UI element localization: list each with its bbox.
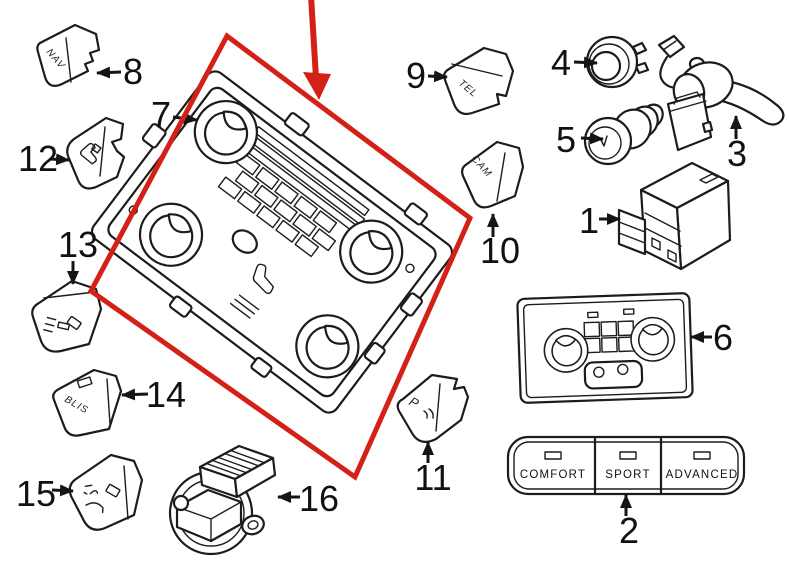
callout-numbers: 1 2 3 4 5 6 7 8 9 10 11 12 13 14 15 16 <box>16 42 747 551</box>
highlight-annotation <box>87 0 474 481</box>
callout-11[interactable]: 11 <box>414 457 451 498</box>
part-push-knob[interactable] <box>585 35 650 89</box>
callout-8[interactable]: 8 <box>123 51 143 92</box>
callout-arrow-8 <box>96 66 122 79</box>
callout-arrow-15 <box>51 484 74 497</box>
menu-lines-icon <box>229 294 260 319</box>
part-barrel-knob[interactable] <box>583 100 667 166</box>
part-seat-function-switch[interactable] <box>66 116 126 190</box>
callout-arrow-12 <box>49 153 70 166</box>
rear-panel-tray-button-left[interactable] <box>593 366 605 378</box>
seat-icon <box>79 142 102 165</box>
climate-unit-backplate <box>90 70 454 414</box>
comfort-button-label: COMFORT <box>520 469 586 481</box>
part-park-assist-switch[interactable]: P <box>396 373 470 444</box>
drive-mode-frame <box>506 435 746 496</box>
callout-15[interactable]: 15 <box>16 473 56 514</box>
park-assist-waves-icon <box>423 408 434 419</box>
callout-10[interactable]: 10 <box>480 230 520 271</box>
highlight-box <box>87 32 474 481</box>
comfort-led <box>544 451 562 460</box>
part-nav-switch[interactable]: NAV <box>36 23 101 87</box>
callout-9[interactable]: 9 <box>406 55 426 96</box>
sport-button-label: SPORT <box>605 469 650 481</box>
callout-12[interactable]: 12 <box>18 138 58 179</box>
part-control-module[interactable] <box>617 161 732 271</box>
rear-panel-tray-button-right[interactable] <box>617 363 629 376</box>
tailgate-icon <box>83 483 121 514</box>
part-sensor-module[interactable] <box>168 444 277 556</box>
callout-4[interactable]: 4 <box>551 42 571 83</box>
callout-6[interactable]: 6 <box>713 317 733 358</box>
highlight-arrowhead-icon <box>303 72 331 100</box>
callout-7[interactable]: 7 <box>151 94 171 135</box>
ignition-switch-drawing <box>657 34 785 152</box>
blis-led-window <box>76 376 93 389</box>
rear-panel-inner-frame <box>522 298 688 399</box>
callout-14[interactable]: 14 <box>146 374 186 415</box>
callout-arrow-5 <box>580 132 604 145</box>
seat-profile-icon <box>252 263 274 295</box>
part-climate-control-unit[interactable] <box>71 49 466 426</box>
part-blis-switch[interactable]: BLIS <box>52 368 123 437</box>
callout-13[interactable]: 13 <box>58 224 98 265</box>
rear-panel-knob-right[interactable] <box>629 316 676 363</box>
callout-3[interactable]: 3 <box>727 133 747 174</box>
sport-button[interactable]: SPORT <box>605 451 650 481</box>
callout-5[interactable]: 5 <box>556 119 576 160</box>
drive-mode-dividers <box>593 436 663 495</box>
callout-arrow-14 <box>121 388 149 401</box>
part-rear-climate-panel[interactable] <box>516 292 694 404</box>
drive-mode-inner-frame <box>513 441 739 490</box>
dimmer-icon <box>43 315 82 333</box>
comfort-button[interactable]: COMFORT <box>520 451 586 481</box>
highlight-arrow-shaft <box>308 0 319 79</box>
rear-panel-knob-left[interactable] <box>542 327 590 374</box>
rear-panel-vents <box>587 308 635 319</box>
sport-led <box>619 451 637 460</box>
part-tel-switch[interactable]: TEL <box>443 46 515 116</box>
callout-arrow-9 <box>427 70 448 83</box>
callout-arrows <box>49 56 742 516</box>
callout-1[interactable]: 1 <box>579 200 599 241</box>
sensor-module-drawing <box>168 444 277 556</box>
callout-arrow-4 <box>573 56 598 69</box>
callout-2[interactable]: 2 <box>619 510 639 551</box>
part-dimmer-switch[interactable] <box>31 279 103 353</box>
part-drive-mode-panel[interactable]: COMFORT SPORT ADVANCED <box>506 435 746 496</box>
advanced-button-label: ADVANCED <box>666 469 739 481</box>
rear-panel-tray <box>583 359 644 390</box>
control-module-drawing <box>617 161 732 271</box>
advanced-button[interactable]: ADVANCED <box>666 451 739 481</box>
advanced-led <box>693 451 711 460</box>
part-ignition-switch[interactable] <box>657 34 785 152</box>
climate-unit-oval-button[interactable] <box>228 226 261 258</box>
callout-16[interactable]: 16 <box>299 478 339 519</box>
part-cam-switch[interactable]: CAM <box>461 140 525 209</box>
part-tailgate-switch[interactable] <box>68 453 144 531</box>
